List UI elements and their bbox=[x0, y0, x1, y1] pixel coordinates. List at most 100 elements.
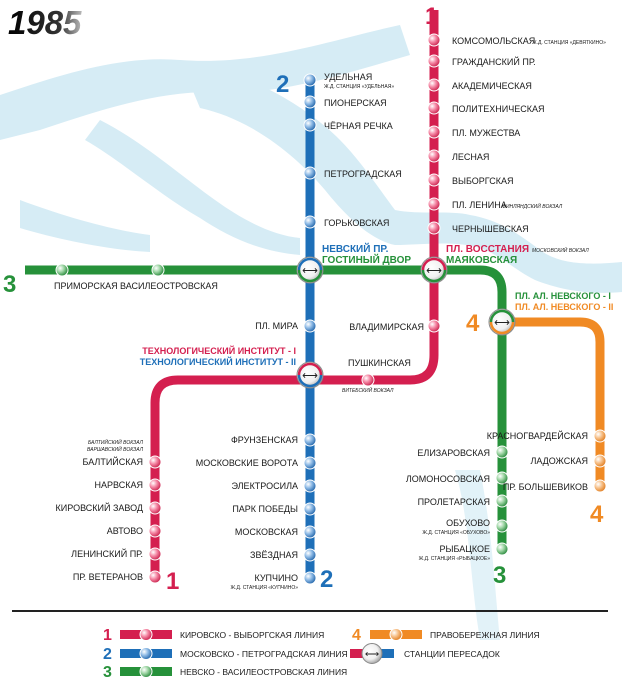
station-mira[interactable] bbox=[303, 319, 317, 333]
label-kupchino-rail: Ж.Д. СТАНЦИЯ «КУПЧИНО» bbox=[231, 585, 299, 591]
legend-transfer-icon bbox=[361, 643, 383, 664]
river-neva bbox=[0, 25, 622, 640]
label-kupchino: КУПЧИНО bbox=[255, 573, 299, 583]
transfer-hub-nevskogo[interactable]: ⟷ bbox=[488, 308, 516, 336]
label-finlyandsky: ФИНЛЯНДСКИЙ ВОКЗАЛ bbox=[502, 202, 563, 210]
station-ladozhskaya[interactable] bbox=[593, 454, 607, 468]
label-vladimirskaya: ВЛАДИМИРСКАЯ bbox=[349, 322, 424, 332]
label-rybatskoe-rail: Ж.Д. СТАНЦИЯ «РЫБАЦКОЕ» bbox=[419, 556, 491, 562]
line-3-number-bottom: 3 bbox=[493, 562, 506, 589]
line-4-number-bottom: 4 bbox=[590, 501, 604, 528]
label-chernaya: ЧЁРНАЯ РЕЧКА bbox=[324, 121, 393, 131]
station-muzhestva[interactable] bbox=[427, 125, 441, 139]
legend-transfer-label: СТАНЦИИ ПЕРЕСАДОК bbox=[404, 649, 500, 659]
label-nevskogo2: ПЛ. АЛ. НЕВСКОГО - II bbox=[515, 302, 613, 312]
label-lenina: ПЛ. ЛЕНИНА bbox=[452, 200, 507, 210]
label-elektrosila: ЭЛЕКТРОСИЛА bbox=[231, 481, 298, 491]
legend-line-4-label: ПРАВОБЕРЕЖНАЯ ЛИНИЯ bbox=[430, 630, 540, 640]
station-baltiyskaya[interactable] bbox=[148, 455, 162, 469]
line-2-number-bottom: 2 bbox=[320, 566, 333, 593]
label-veteranov: ПР. ВЕТЕРАНОВ bbox=[73, 572, 143, 582]
station-kirovsky[interactable] bbox=[148, 501, 162, 515]
station-chernaya[interactable] bbox=[303, 118, 317, 132]
legend-line-1-label: КИРОВСКО - ВЫБОРГСКАЯ ЛИНИЯ bbox=[180, 630, 324, 640]
station-vyborgskaya[interactable] bbox=[427, 173, 441, 187]
station-frunzenskaya[interactable] bbox=[303, 433, 317, 447]
line-4-number-left: 4 bbox=[466, 310, 480, 337]
legend-line-2-station-icon bbox=[139, 647, 153, 660]
label-park-pobedy: ПАРК ПОБЕДЫ bbox=[232, 504, 298, 514]
line-2-stations bbox=[303, 73, 317, 585]
station-primorskaya[interactable] bbox=[55, 263, 69, 277]
label-obukhovo: ОБУХОВО bbox=[446, 518, 490, 528]
station-pushkinskaya[interactable] bbox=[361, 373, 375, 387]
station-moskovskaya[interactable] bbox=[303, 525, 317, 539]
station-elektrosila[interactable] bbox=[303, 479, 317, 493]
line-1-stations bbox=[148, 33, 441, 584]
station-bolshevikov[interactable] bbox=[593, 479, 607, 493]
map-title: 1985 bbox=[8, 4, 82, 41]
station-park-pobedy[interactable] bbox=[303, 502, 317, 516]
station-elizarovskaya[interactable] bbox=[495, 445, 509, 459]
label-nevsky: НЕВСКИЙ ПР. bbox=[322, 242, 389, 255]
label-gostiny: ГОСТИНЫЙ ДВОР bbox=[322, 253, 411, 266]
transfer-hub-nevsky[interactable]: ⟷ bbox=[296, 256, 324, 284]
label-moskovsky-vokzal: МОСКОВСКИЙ ВОКЗАЛ bbox=[532, 246, 589, 254]
label-pushkinskaya: ПУШКИНСКАЯ bbox=[348, 358, 411, 368]
line-3-stations bbox=[55, 263, 509, 556]
legend-transfer-arrow-icon: ⟷ bbox=[365, 649, 379, 660]
label-obukhovo-rail: Ж.Д. СТАНЦИЯ «ОБУХОВО» bbox=[422, 530, 490, 536]
label-varshavsky-vokzal: ВАРШАВСКИЙ ВОКЗАЛ bbox=[87, 445, 144, 453]
label-kirovsky: КИРОВСКИЙ ЗАВОД bbox=[56, 502, 143, 513]
label-bolshevikov: ПР. БОЛЬШЕВИКОВ bbox=[503, 482, 588, 492]
label-devyatkino: Ж.Д. СТАНЦИЯ «ДЕВЯТКИНО» bbox=[532, 40, 606, 46]
station-gorkovskaya[interactable] bbox=[303, 215, 317, 229]
station-obukhovo[interactable] bbox=[495, 519, 509, 533]
legend-line-1-station-icon bbox=[139, 628, 153, 641]
legend-line-3-label: НЕВСКО - ВАСИЛЕОСТРОВСКАЯ ЛИНИЯ bbox=[180, 667, 347, 677]
legend-transfer-swatch-right bbox=[372, 649, 394, 658]
label-moskovskie-vorota: МОСКОВСКИЕ ВОРОТА bbox=[196, 458, 298, 468]
station-lesnaya[interactable] bbox=[427, 149, 441, 163]
transfer-hub-tech[interactable]: ⟷ bbox=[296, 361, 324, 389]
station-kupchino[interactable] bbox=[303, 571, 317, 585]
station-zvezdnaya[interactable] bbox=[303, 548, 317, 562]
label-komsomolskaya: КОМСОМОЛЬСКАЯ bbox=[452, 36, 535, 46]
line-4-stations bbox=[593, 429, 607, 493]
station-akademicheskaya[interactable] bbox=[427, 78, 441, 92]
label-pionerskaya: ПИОНЕРСКАЯ bbox=[324, 98, 387, 108]
legend-line-2-number: 2 bbox=[103, 646, 112, 663]
station-udelnaya[interactable] bbox=[303, 73, 317, 87]
station-rybatskoe[interactable] bbox=[495, 542, 509, 556]
station-veteranov[interactable] bbox=[148, 570, 162, 584]
station-pionerskaya[interactable] bbox=[303, 95, 317, 109]
station-chernyshevskaya[interactable] bbox=[427, 221, 441, 235]
line-4-track bbox=[502, 317, 605, 488]
station-politekh[interactable] bbox=[427, 101, 441, 115]
station-avtovo[interactable] bbox=[148, 524, 162, 538]
line-3-number-left: 3 bbox=[3, 271, 16, 298]
station-lomonosovskaya[interactable] bbox=[495, 471, 509, 485]
station-vasileostrovskaya[interactable] bbox=[151, 263, 165, 277]
transfer-hub-vosstaniya[interactable]: ⟷ bbox=[420, 256, 448, 284]
station-grazhdansky[interactable] bbox=[427, 54, 441, 68]
line-1-number-bottom: 1 bbox=[166, 568, 179, 595]
label-proletarskaya: ПРОЛЕТАРСКАЯ bbox=[418, 497, 490, 507]
station-komsomolskaya[interactable] bbox=[427, 33, 441, 47]
transfer-arrow-icon: ⟷ bbox=[426, 265, 442, 277]
legend-line-4-station-icon bbox=[389, 628, 403, 641]
label-tech2: ТЕХНОЛОГИЧЕСКИЙ ИНСТИТУТ - II bbox=[140, 356, 296, 367]
legend-line-2-label: МОСКОВСКО - ПЕТРОГРАДСКАЯ ЛИНИЯ bbox=[180, 649, 348, 659]
station-narvskaya[interactable] bbox=[148, 478, 162, 492]
station-vladimirskaya[interactable] bbox=[427, 319, 441, 333]
station-proletarskaya[interactable] bbox=[495, 494, 509, 508]
label-rybatskoe: РЫБАЦКОЕ bbox=[440, 544, 490, 554]
station-lenina[interactable] bbox=[427, 197, 441, 211]
station-petrogradskaya[interactable] bbox=[303, 166, 317, 180]
station-moskovskie-vorota[interactable] bbox=[303, 456, 317, 470]
label-tech1: ТЕХНОЛОГИЧЕСКИЙ ИНСТИТУТ - I bbox=[142, 345, 296, 356]
station-krasnogvardeyskaya[interactable] bbox=[593, 429, 607, 443]
label-zvezdnaya: ЗВЁЗДНАЯ bbox=[250, 550, 298, 560]
station-leninsky[interactable] bbox=[148, 547, 162, 561]
